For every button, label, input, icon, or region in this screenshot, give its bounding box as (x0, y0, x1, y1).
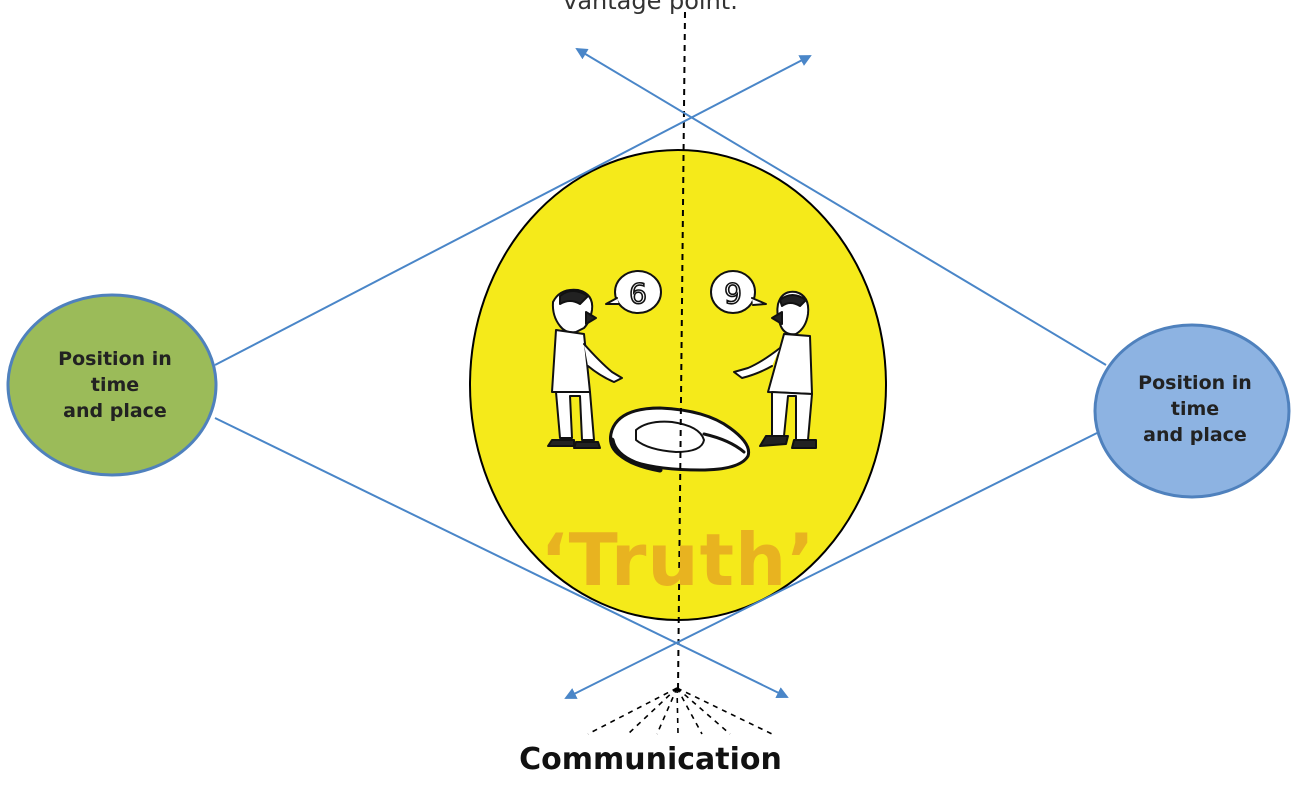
right-bubble-label: Position in time and place (1100, 370, 1290, 448)
left-bubble-line-3: and place (63, 400, 167, 422)
communication-label: Communication (519, 742, 782, 777)
cartoon-illustration (547, 270, 817, 473)
left-bubble-line-2: time (90, 374, 140, 396)
right-bubble-line-1: Position in (1138, 372, 1252, 394)
communication-fan (587, 687, 773, 735)
arrow-lower-left (564, 432, 1098, 699)
vertical-dashed-line (677, 11, 686, 691)
right-bubble-line-3: and place (1143, 424, 1247, 446)
floor-number-shape (609, 406, 751, 473)
left-speech-number: 6 (629, 277, 647, 310)
right-person-figure (733, 290, 817, 449)
arrow-upper-right (214, 55, 812, 366)
right-speech-bubble (710, 270, 756, 314)
left-person-figure (547, 288, 623, 449)
top-caption: vantage point. (563, 0, 738, 15)
right-position-bubble (1093, 323, 1291, 499)
arrow-upper-left (575, 47, 1107, 366)
right-speech-number: 9 (724, 277, 742, 310)
right-bubble-line-2: time (1170, 398, 1220, 420)
truth-label: ‘Truth’ (540, 518, 816, 602)
left-speech-bubble (614, 270, 662, 314)
left-bubble-label: Position in time and place (20, 346, 210, 424)
arrow-lower-right (214, 417, 789, 699)
left-bubble-line-1: Position in (58, 348, 172, 370)
left-position-bubble (6, 293, 218, 477)
